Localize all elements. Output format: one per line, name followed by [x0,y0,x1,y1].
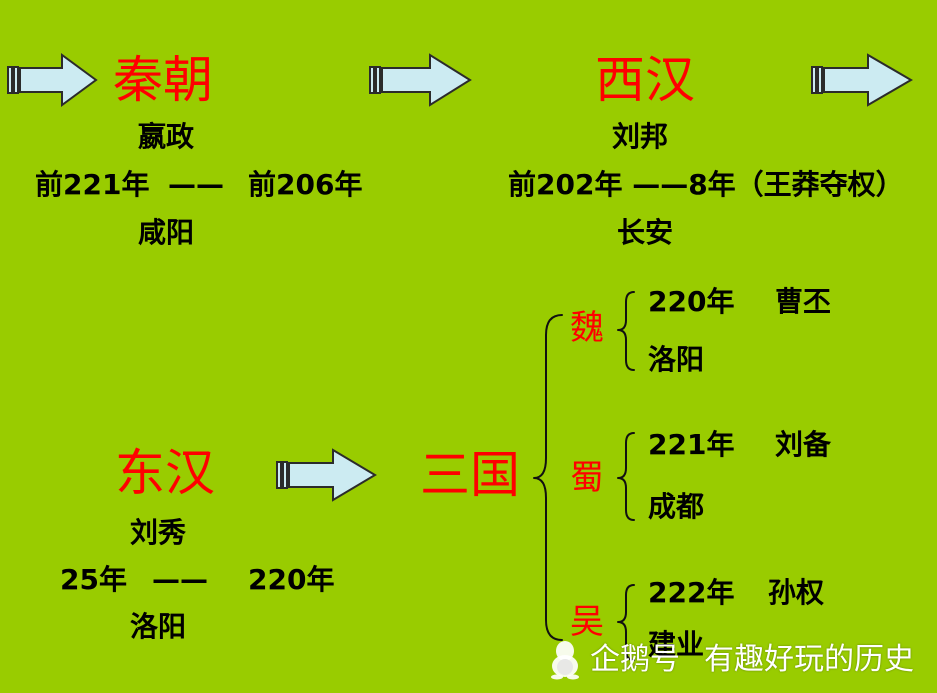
watermark: 企鹅号 有趣好玩的历史 [548,640,914,680]
qin-title: 秦朝 [113,51,213,109]
wu-brace [617,584,635,661]
qin-capital: 咸阳 [138,216,195,249]
arrow-right-icon [369,53,472,107]
eastern-han-capital: 洛阳 [130,610,187,643]
watermark-platform: 企鹅号 [590,642,680,677]
qin-dash: —— [168,168,224,201]
arrow-right-icon [276,448,377,502]
shu-brace [617,432,635,521]
state-capital-shu: 成都 [648,490,705,523]
state-year-wu: 222年 [648,576,735,609]
state-ruler-wei: 曹丕 [775,285,832,318]
qin-end-year: 前206年 [248,168,363,201]
western-han-period: 前202年 ——8年（王莽夺权） [508,168,904,201]
state-year-wei: 220年 [648,285,735,318]
state-name-wu: 吴 [570,602,604,642]
western-han-title: 西汉 [595,51,695,109]
state-year-shu: 221年 [648,428,735,461]
penguin-logo-icon [551,641,579,680]
state-ruler-wu: 孙权 [768,576,825,609]
western-han-capital: 长安 [617,216,674,249]
state-capital-wei: 洛阳 [648,343,705,376]
state-ruler-shu: 刘备 [775,428,832,461]
three-kingdoms-title: 三国 [420,446,520,504]
qin-start-year: 前221年 [35,168,150,201]
arrow-right-icon [811,53,913,107]
state-name-shu: 蜀 [570,458,604,498]
state-capital-wu: 建业 [648,628,705,661]
arrow-right-icon [7,53,98,107]
western-han-ruler: 刘邦 [612,120,669,153]
three-kingdoms-brace [533,314,563,641]
eastern-han-end-year: 220年 [248,563,335,596]
qin-ruler: 嬴政 [138,120,195,153]
eastern-han-dash: —— [152,563,208,596]
eastern-han-ruler: 刘秀 [130,516,187,549]
wei-brace [617,291,635,371]
eastern-han-start-year: 25年 [60,563,127,596]
eastern-han-title: 东汉 [115,444,215,502]
watermark-account: 有趣好玩的历史 [704,642,914,677]
state-name-wei: 魏 [570,308,604,348]
